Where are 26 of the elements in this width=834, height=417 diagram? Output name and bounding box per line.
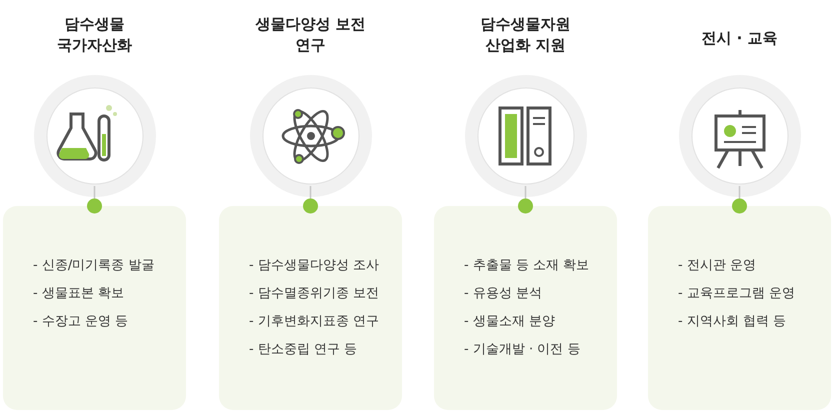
list-item: - 교육프로그램 운영	[678, 285, 795, 302]
list-item: - 유용성 분석	[464, 285, 542, 302]
list-item: - 탄소중립 연구 등	[249, 341, 358, 358]
list-item: - 신종/미기록종 발굴	[33, 257, 154, 274]
heading: 담수생물자원 산업화 지원	[480, 14, 572, 56]
list-item: - 지역사회 협력 등	[678, 313, 786, 330]
card	[434, 206, 617, 410]
list-item: - 기술개발 · 이전 등	[464, 341, 580, 358]
connector	[87, 186, 102, 214]
card	[648, 206, 831, 410]
card	[3, 206, 186, 410]
list-item: - 담수멸종위기종 보전	[249, 285, 379, 302]
list-item: - 추출물 등 소재 확보	[464, 257, 590, 274]
heading: 생물다양성 보전 연구	[254, 14, 367, 56]
connector	[732, 186, 747, 214]
heading: 전시 · 교육	[700, 28, 779, 49]
heading: 담수생물 국가자산화	[56, 14, 133, 56]
list-item: - 기후변화지표종 연구	[249, 313, 379, 330]
connector	[303, 186, 318, 214]
list-item: - 담수생물다양성 조사	[249, 257, 379, 274]
list-item: - 전시관 운영	[678, 257, 756, 274]
card	[219, 206, 402, 410]
list-item: - 생물소재 분양	[464, 313, 555, 330]
list-item: - 생물표본 확보	[33, 285, 124, 302]
list-item: - 수장고 운영 등	[33, 313, 128, 330]
connector	[518, 186, 533, 214]
